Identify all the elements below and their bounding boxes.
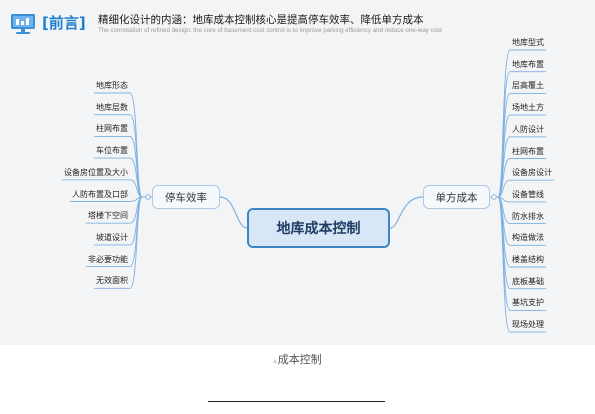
left-leaf-label: 柱网布置: [96, 124, 128, 134]
right-leaf-label: 设备管线: [512, 189, 544, 199]
mindmap-connectors: [62, 49, 554, 333]
presentation-icon: [11, 14, 35, 34]
connector-dot: [145, 194, 151, 200]
right-leaf-label: 楼盖结构: [512, 255, 544, 264]
right-leaf-label: 现场处理: [512, 320, 544, 330]
right-leaf-label: 层高覆土: [512, 81, 544, 91]
right-leaf-label: 地库型式: [512, 38, 544, 47]
connector-line: [389, 196, 424, 229]
divider: [208, 401, 385, 402]
header-tag: [前言]: [42, 14, 86, 32]
right-leaf-label: 柱网布置: [512, 146, 544, 156]
connector-line: [219, 196, 248, 229]
connector-line: [62, 179, 143, 198]
branch-unit-cost: 单方成本: [423, 185, 490, 209]
left-leaf-label: 人防布置及口部: [72, 189, 128, 199]
root-node: 地库成本控制: [247, 208, 390, 248]
connector-line: [497, 158, 546, 198]
left-leaf-label: 非必要功能: [88, 254, 128, 264]
left-leaf-label: 设备房位置及大小: [64, 167, 128, 177]
connector-line: [497, 196, 546, 333]
caption-text: 成本控制: [277, 353, 322, 366]
caption-marker-icon: ▵: [273, 357, 277, 365]
left-leaf-label: 车位布置: [96, 146, 128, 156]
header-subtitle: The connotation of refined design: the c…: [98, 27, 442, 34]
left-leaf-label: 地库层数: [96, 102, 128, 112]
right-leaf-label: 人防设计: [512, 124, 544, 134]
connector-dot: [491, 194, 497, 200]
header-title: 精细化设计的内涵：地库成本控制核心是提高停车效率、降低单方成本: [98, 14, 424, 26]
right-leaf-label: 防水排水: [512, 211, 544, 221]
branch-parking-efficiency: 停车效率: [152, 185, 220, 209]
left-leaf-label: 塔楼下空间: [88, 211, 128, 221]
right-leaf-label: 地库布置: [512, 59, 544, 69]
connector-line: [497, 179, 554, 198]
left-leaf-label: 地库形态: [96, 81, 128, 90]
connector-line: [94, 157, 143, 198]
left-leaf-label: 无效面积: [96, 276, 128, 286]
figure-caption: ▵成本控制: [0, 351, 595, 367]
right-leaf-label: 构造做法: [512, 233, 544, 243]
mindmap-figure: [前言] 精细化设计的内涵：地库成本控制核心是提高停车效率、降低单方成本 The…: [0, 0, 595, 345]
left-leaf-label: 坡道设计: [96, 232, 128, 242]
right-leaf-label: 设备房设计: [512, 168, 552, 178]
right-leaf-label: 场地土方: [512, 103, 544, 113]
right-leaf-label: 基坑支护: [512, 298, 544, 308]
right-leaf-label: 底板基础: [512, 276, 544, 286]
connector-line: [94, 196, 143, 289]
